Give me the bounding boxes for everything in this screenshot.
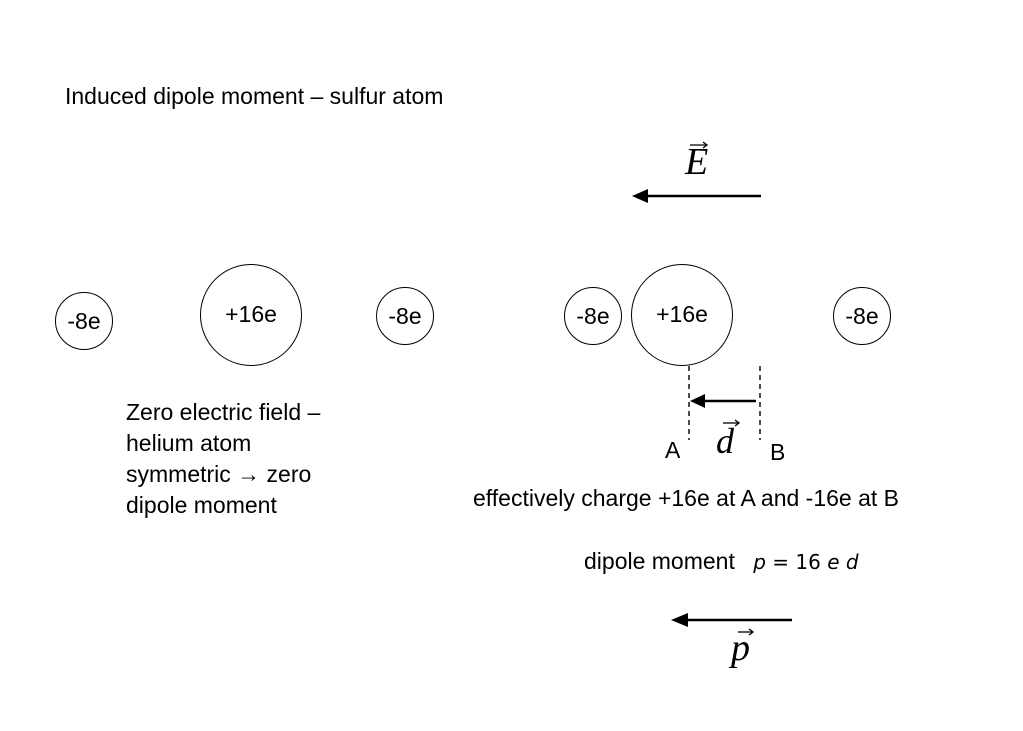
p-vector-overarrow bbox=[738, 628, 755, 636]
dipole-formula: p = 16 e d bbox=[753, 550, 859, 574]
e-field-symbol: E bbox=[685, 141, 709, 183]
dipole-label: dipole moment bbox=[584, 548, 735, 574]
displacement-symbol: d bbox=[716, 421, 734, 461]
point-b-label: B bbox=[770, 439, 786, 465]
charge-label: -8e bbox=[67, 307, 101, 334]
caption-line-1: Zero electric field – bbox=[126, 399, 321, 425]
charge-label: -8e bbox=[845, 302, 879, 329]
charge-label: -8e bbox=[576, 302, 610, 329]
e-vector-overarrow bbox=[690, 141, 709, 149]
left-atom-left-electron: -8e bbox=[55, 292, 113, 350]
dipole-moment-line: dipole moment p = 16 e d bbox=[584, 546, 859, 578]
field-arrow bbox=[632, 189, 761, 203]
caption-line-3: symmetric → zero bbox=[126, 461, 312, 487]
caption-line-2: helium atom bbox=[126, 430, 252, 456]
right-atom-left-electron: -8e bbox=[564, 287, 622, 345]
left-atom-right-electron: -8e bbox=[376, 287, 434, 345]
charge-label: -8e bbox=[388, 302, 422, 329]
dipole-vector-symbol: p bbox=[731, 627, 750, 669]
effective-charge-text: effectively charge +16e at A and -16e at… bbox=[473, 485, 900, 511]
right-atom-right-electron: -8e bbox=[833, 287, 891, 345]
right-atom-nucleus: +16e bbox=[631, 264, 733, 366]
page-title: Induced dipole moment – sulfur atom bbox=[65, 83, 444, 109]
dipole-arrow bbox=[671, 613, 792, 627]
charge-label: +16e bbox=[656, 300, 708, 327]
left-atom-nucleus: +16e bbox=[200, 264, 302, 366]
point-a-label: A bbox=[665, 437, 681, 463]
d-vector-overarrow bbox=[723, 419, 741, 427]
caption-line-4: dipole moment bbox=[126, 492, 277, 518]
charge-label: +16e bbox=[225, 300, 277, 327]
displacement-arrow bbox=[690, 394, 756, 408]
